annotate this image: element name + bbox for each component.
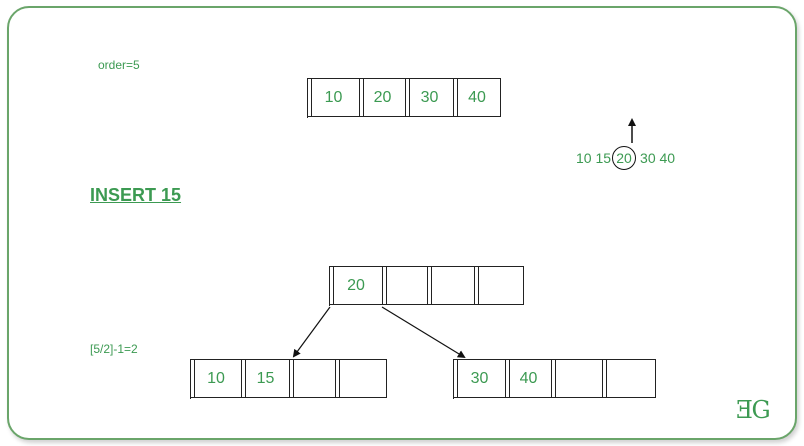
left-child-key-2: 15 (242, 359, 290, 398)
root-node-key-2 (383, 266, 428, 305)
full-node-key-4: 40 (454, 78, 501, 117)
arrow-icon (381, 306, 466, 359)
sequence-before: 10 15 (576, 149, 612, 166)
full-node: 10 20 30 40 (307, 78, 501, 118)
median-key-circle: 20 (612, 146, 637, 170)
right-child-key-3 (552, 359, 603, 398)
left-child-key-3 (290, 359, 336, 398)
root-node: 20 (329, 266, 524, 306)
left-child-node: 10 15 (190, 359, 387, 399)
full-node-key-2: 20 (360, 78, 406, 117)
full-node-key-3: 30 (406, 78, 454, 117)
gfg-logo: ƎG (736, 396, 771, 424)
root-node-key-4 (475, 266, 524, 305)
root-node-key-3 (428, 266, 475, 305)
arrow-icon (292, 306, 331, 358)
right-child-key-2: 40 (506, 359, 552, 398)
right-child-key-4 (603, 359, 656, 398)
right-child-key-1: 30 (454, 359, 506, 398)
insert-heading: INSERT 15 (90, 185, 182, 205)
sequence-after: 30 40 (640, 149, 676, 166)
order-label: order=5 (98, 58, 140, 72)
root-node-key-1: 20 (330, 266, 383, 305)
full-node-key-1: 10 (308, 78, 360, 117)
right-child-node: 30 40 (453, 359, 656, 399)
min-keys-formula: [5/2]-1=2 (90, 342, 138, 356)
left-child-key-4 (336, 359, 387, 398)
left-child-key-1: 10 (191, 359, 242, 398)
